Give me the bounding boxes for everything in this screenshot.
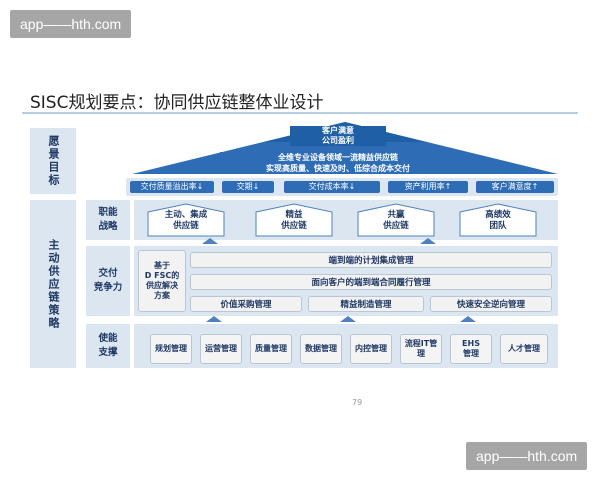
enable-quality: 质量管理 bbox=[250, 334, 292, 364]
page-number: 79 bbox=[352, 398, 363, 407]
enable-internal-control: 内控管理 bbox=[350, 334, 392, 364]
delivery-bar-contract: 面向客户的端到端合同履行管理 bbox=[190, 274, 552, 290]
watermark-bottom: app——hth.com bbox=[466, 442, 588, 470]
arrow-enable-3 bbox=[460, 316, 476, 322]
enable-talent: 人才管理 bbox=[500, 334, 548, 364]
kpi-asset: 资产利用率↑ bbox=[388, 181, 468, 193]
delivery-value-purchase: 价值采购管理 bbox=[190, 296, 302, 312]
enable-row-bg bbox=[134, 324, 558, 368]
function-houses bbox=[147, 203, 537, 237]
enable-operations: 运营管理 bbox=[200, 334, 242, 364]
enable-planning: 规划管理 bbox=[150, 334, 192, 364]
function-house-1: 主动、集成供应链 bbox=[164, 210, 208, 231]
kpi-lead-time: 交期↓ bbox=[222, 181, 274, 193]
arrow-row-delivery-left bbox=[202, 238, 218, 244]
arrow-enable-2 bbox=[340, 316, 356, 322]
row-label-function: 职能战略 bbox=[86, 200, 130, 240]
function-house-4: 高绩效团队 bbox=[485, 210, 511, 231]
roof-top-text: 客户满意公司盈利 bbox=[290, 126, 386, 146]
delivery-reverse-logistics: 快速安全逆向管理 bbox=[430, 296, 552, 312]
delivery-lean-manufacturing: 精益制造管理 bbox=[308, 296, 424, 312]
kpi-satisfaction: 客户满意度↑ bbox=[476, 181, 554, 193]
page-title: SISC规划要点：协同供应链整体业设计 bbox=[30, 93, 324, 113]
function-house-3: 共赢供应链 bbox=[383, 210, 409, 231]
arrow-row-delivery-right bbox=[420, 238, 436, 244]
kpi-quality: 交付质量溢出率↓ bbox=[130, 181, 214, 193]
row-label-delivery: 交付竞争力 bbox=[86, 246, 130, 316]
enable-data: 数据管理 bbox=[300, 334, 342, 364]
delivery-bar-plan: 端到端的计划集成管理 bbox=[190, 252, 552, 268]
arrow-enable-1 bbox=[206, 316, 222, 322]
title-divider bbox=[22, 112, 578, 114]
row-label-enable: 使能支撑 bbox=[86, 324, 130, 368]
strategy-label: 主动供应链策略 bbox=[30, 200, 76, 368]
function-house-2: 精益供应链 bbox=[281, 210, 307, 231]
enable-process-it: 流程IT管理 bbox=[400, 334, 442, 364]
roof-band-text: 全维专业设备领域一流精益供应链实现高质量、快速及时、低综合成本交付 bbox=[220, 152, 456, 174]
watermark-top: app——hth.com bbox=[10, 10, 132, 38]
kpi-cost: 交付成本率↓ bbox=[284, 181, 380, 193]
vision-label: 愿景目标 bbox=[30, 128, 76, 194]
